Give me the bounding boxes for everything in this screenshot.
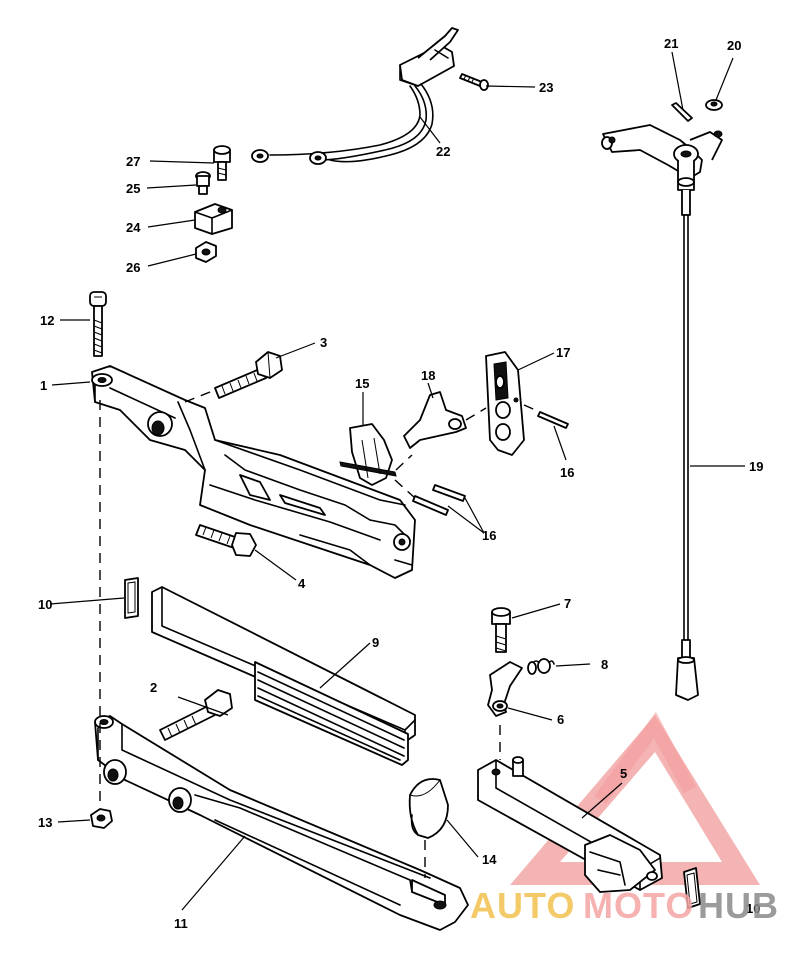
callout-23: 23 — [539, 80, 553, 95]
bolt-12 — [89, 291, 107, 357]
rail-5 — [477, 756, 663, 893]
screw-7 — [491, 607, 511, 653]
callout-5: 5 — [620, 766, 627, 781]
callout-21: 21 — [664, 36, 678, 51]
pin-16-right — [537, 411, 569, 429]
bolt-2 — [159, 689, 233, 741]
axis-line-16 — [394, 479, 416, 499]
callout-10-left: 10 — [38, 597, 52, 612]
callout-16-right: 16 — [560, 465, 574, 480]
axis-line-18 — [465, 407, 487, 421]
callout-4: 4 — [298, 576, 306, 591]
lever-15 — [339, 423, 397, 486]
watermark-text: AUTO MOTO HUB — [470, 885, 779, 926]
callout-22: 22 — [436, 144, 450, 159]
pins-16-lower — [412, 484, 466, 516]
washer-20 — [705, 99, 723, 111]
callout-3: 3 — [320, 335, 327, 350]
screw-23 — [459, 73, 489, 91]
spacer-9 — [151, 586, 416, 766]
watermark-moto: MOTO — [583, 885, 694, 926]
clamp-24 — [194, 203, 233, 235]
leader-lines — [49, 51, 745, 911]
callout-7: 7 — [564, 596, 571, 611]
screw-27 — [213, 145, 231, 181]
callout-1: 1 — [40, 378, 47, 393]
callout-24: 24 — [126, 220, 141, 235]
bolt-4 — [195, 524, 257, 557]
detent-6 — [487, 661, 523, 717]
callout-2: 2 — [150, 680, 157, 695]
bolt-3 — [214, 351, 283, 399]
plate-17 — [485, 351, 525, 456]
callout-14: 14 — [482, 852, 497, 867]
callout-25: 25 — [126, 181, 140, 196]
spring-8 — [527, 658, 555, 675]
callout-17: 17 — [556, 345, 570, 360]
callout-numbers: 1 2 3 4 5 6 7 8 9 10 11 12 13 14 15 16 1… — [38, 36, 763, 931]
bracket-1 — [91, 365, 416, 579]
callout-10-right: 10 — [746, 901, 760, 916]
callout-19: 19 — [749, 459, 763, 474]
callout-27: 27 — [126, 154, 140, 169]
watermark-auto: AUTO — [470, 885, 575, 926]
callout-13: 13 — [38, 815, 52, 830]
pad-14 — [408, 778, 449, 839]
callout-11: 11 — [174, 916, 188, 931]
callout-8: 8 — [601, 657, 608, 672]
callout-15: 15 — [355, 376, 369, 391]
callout-12: 12 — [40, 313, 54, 328]
callout-18: 18 — [421, 368, 435, 383]
callout-16-lower: 16 — [482, 528, 496, 543]
switch-22 — [251, 27, 459, 165]
watermark-hub: HUB — [698, 885, 779, 926]
pin-21 — [671, 102, 693, 122]
axis-line-3 — [184, 389, 216, 403]
shift-rod-19 — [601, 124, 723, 701]
pad-10-left — [124, 577, 139, 619]
axis-line-17 — [523, 404, 541, 413]
callout-6: 6 — [557, 712, 564, 727]
nut-13 — [90, 808, 113, 829]
nut-26 — [195, 241, 217, 263]
bracket-11 — [94, 715, 469, 931]
callout-20: 20 — [727, 38, 741, 53]
callout-26: 26 — [126, 260, 140, 275]
screw-25 — [195, 171, 211, 195]
pad-10-right — [683, 867, 701, 909]
axis-line-15 — [395, 454, 413, 471]
link-18 — [403, 391, 467, 449]
callout-9: 9 — [372, 635, 379, 650]
